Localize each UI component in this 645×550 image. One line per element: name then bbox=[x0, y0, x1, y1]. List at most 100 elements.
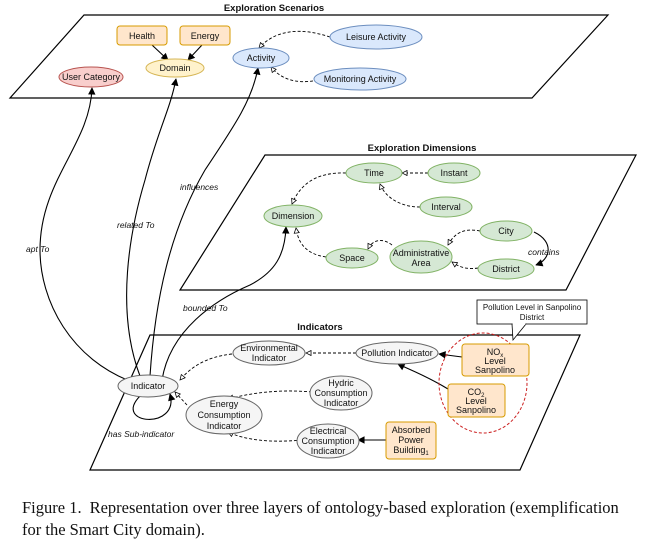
node-energy: Energy bbox=[179, 25, 231, 46]
svg-text:Absorbed: Absorbed bbox=[392, 425, 431, 435]
label-has-sub-indicator: has Sub-indicator bbox=[108, 429, 175, 439]
svg-text:Indicator: Indicator bbox=[207, 421, 242, 431]
svg-text:Energy: Energy bbox=[191, 31, 220, 41]
svg-text:Health: Health bbox=[129, 31, 155, 41]
svg-text:Domain: Domain bbox=[159, 63, 190, 73]
svg-text:Building1: Building1 bbox=[393, 445, 429, 457]
edge-interval-time bbox=[380, 184, 421, 208]
node-activity: Activity bbox=[232, 47, 290, 69]
edge-energy-indicator bbox=[175, 392, 188, 406]
svg-text:CO2: CO2 bbox=[468, 387, 486, 399]
node-leisure-activity: Leisure Activity bbox=[329, 24, 423, 50]
edge-time-dimension bbox=[292, 172, 347, 204]
edge-apt-to bbox=[39, 88, 136, 384]
node-electrical-consumption-indicator: Electrical Consumption Indicator bbox=[296, 423, 360, 459]
edge-monitoring-activity bbox=[271, 67, 319, 83]
figure-caption: Figure 1.Representation over three layer… bbox=[22, 497, 634, 541]
svg-text:Indicator: Indicator bbox=[311, 446, 346, 456]
svg-text:Level: Level bbox=[484, 356, 506, 366]
svg-text:Activity: Activity bbox=[247, 53, 276, 63]
edge-contains bbox=[533, 231, 549, 265]
edge-influences bbox=[149, 68, 258, 377]
node-dimension: Dimension bbox=[263, 204, 323, 228]
node-hydric-consumption-indicator: Hydric Consumption Indicator bbox=[309, 375, 373, 411]
node-domain: Domain bbox=[145, 58, 205, 78]
dimensions-layer-title: Exploration Dimensions bbox=[368, 143, 477, 154]
svg-text:Sanpolino: Sanpolino bbox=[475, 365, 515, 375]
label-contains: contains bbox=[528, 247, 560, 257]
edge-co2-pollution bbox=[398, 363, 449, 390]
callout-line2: District bbox=[520, 313, 545, 322]
pollution-level-callout: Pollution Level in Sanpolino District bbox=[476, 299, 588, 342]
node-indicator: Indicator bbox=[117, 374, 179, 398]
edge-district-admin bbox=[452, 262, 479, 269]
svg-text:Environmental: Environmental bbox=[240, 343, 298, 353]
edge-related-to bbox=[126, 79, 176, 377]
edge-health-domain bbox=[151, 44, 168, 60]
edge-nox-pollution bbox=[439, 354, 463, 357]
svg-text:Time: Time bbox=[364, 168, 384, 178]
pollution-cluster-outline bbox=[438, 332, 528, 434]
svg-text:Indicator: Indicator bbox=[252, 353, 287, 363]
node-interval: Interval bbox=[419, 196, 473, 218]
node-energy-consumption-indicator: Energy Consumption Indicator bbox=[185, 395, 263, 435]
node-monitoring-activity: Monitoring Activity bbox=[313, 67, 407, 91]
svg-text:NOx: NOx bbox=[487, 347, 504, 359]
svg-text:Power: Power bbox=[398, 435, 424, 445]
svg-text:City: City bbox=[498, 226, 514, 236]
svg-text:Dimension: Dimension bbox=[272, 211, 315, 221]
svg-text:Indicator: Indicator bbox=[131, 381, 166, 391]
svg-text:Space: Space bbox=[339, 253, 365, 263]
node-absorbed-power-building: Absorbed Power Building1 bbox=[385, 421, 437, 460]
node-co2-level-sanpolino: CO2 Level Sanpolino bbox=[447, 383, 506, 418]
edge-environmental-indicator bbox=[180, 353, 233, 380]
svg-text:User Category: User Category bbox=[62, 72, 121, 82]
edge-space-dimension bbox=[296, 228, 327, 258]
caption-text: Representation over three layers of onto… bbox=[22, 498, 619, 539]
node-pollution-indicator: Pollution Indicator bbox=[355, 341, 439, 365]
svg-text:District: District bbox=[492, 264, 520, 274]
svg-text:Consumption: Consumption bbox=[314, 388, 367, 398]
edge-admin-space bbox=[367, 240, 393, 249]
svg-text:Level: Level bbox=[465, 396, 487, 406]
node-district: District bbox=[477, 258, 535, 280]
node-space: Space bbox=[325, 247, 379, 269]
svg-text:Indicator: Indicator bbox=[324, 398, 359, 408]
label-influences: influences bbox=[180, 182, 219, 192]
svg-text:Consumption: Consumption bbox=[197, 410, 250, 420]
svg-text:Pollution Indicator: Pollution Indicator bbox=[361, 348, 433, 358]
svg-text:Energy: Energy bbox=[210, 399, 239, 409]
svg-text:Instant: Instant bbox=[440, 168, 468, 178]
node-health: Health bbox=[116, 25, 168, 46]
svg-text:Area: Area bbox=[411, 258, 430, 268]
indicators-layer-title: Indicators bbox=[297, 322, 342, 333]
node-environmental-indicator: Environmental Indicator bbox=[232, 340, 306, 366]
edge-electrical-energy bbox=[228, 432, 303, 442]
svg-text:Hydric: Hydric bbox=[328, 378, 354, 388]
node-time: Time bbox=[345, 162, 403, 184]
edge-energy-domain bbox=[188, 44, 203, 60]
svg-text:Sanpolino: Sanpolino bbox=[456, 405, 496, 415]
callout-line1: Pollution Level in Sanpolino bbox=[483, 303, 582, 312]
node-user-category: User Category bbox=[58, 66, 124, 88]
node-administrative-area: Administrative Area bbox=[389, 240, 453, 274]
label-apt-to: apt To bbox=[26, 244, 50, 254]
svg-text:Electrical: Electrical bbox=[310, 426, 347, 436]
dimensions-plane bbox=[178, 154, 637, 291]
label-related-to: related To bbox=[117, 220, 155, 230]
node-city: City bbox=[479, 220, 533, 242]
svg-text:Administrative: Administrative bbox=[393, 248, 450, 258]
caption-number: Figure 1. bbox=[22, 498, 82, 517]
svg-text:Interval: Interval bbox=[431, 202, 461, 212]
svg-text:Monitoring Activity: Monitoring Activity bbox=[324, 74, 397, 84]
edge-leisure-activity bbox=[259, 30, 331, 48]
scenarios-layer-title: Exploration Scenarios bbox=[224, 3, 324, 14]
node-instant: Instant bbox=[427, 162, 481, 184]
edge-bounded-to bbox=[161, 227, 286, 381]
svg-text:Leisure Activity: Leisure Activity bbox=[346, 32, 407, 42]
label-bounded-to: bounded To bbox=[183, 303, 228, 313]
svg-text:Consumption: Consumption bbox=[301, 436, 354, 446]
edge-has-sub-indicator bbox=[132, 394, 171, 420]
node-nox-level-sanpolino: NOx Level Sanpolino bbox=[461, 343, 530, 377]
